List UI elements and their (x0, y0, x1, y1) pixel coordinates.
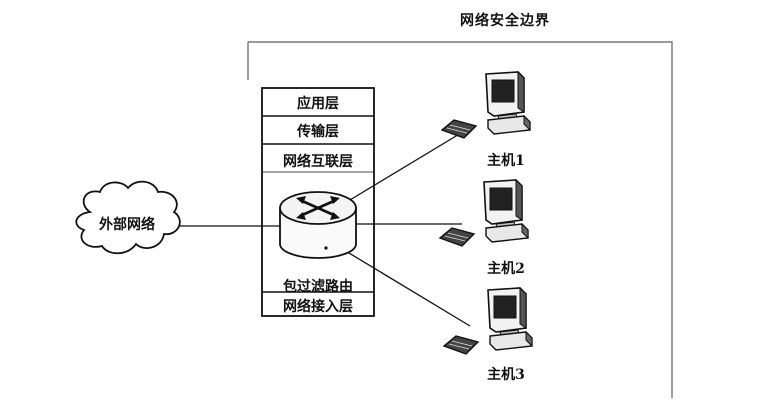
layer-transport: 传输层 (297, 124, 339, 140)
router-label: 包过滤路由 (283, 279, 353, 295)
host-2-computer-icon (439, 179, 529, 247)
external-network-label: 外部网络 (99, 217, 155, 233)
cloud-icon (75, 180, 181, 255)
boundary-title: 网络安全边界 (460, 13, 550, 29)
router-icon (279, 191, 357, 259)
layer-internet: 网络互联层 (283, 154, 353, 170)
link-host-3 (343, 249, 471, 327)
layer-application: 应用层 (297, 96, 339, 112)
layer-network-access: 网络接入层 (283, 299, 353, 315)
host-2-label: 主机2 (487, 261, 525, 277)
link-host-1 (339, 129, 467, 207)
host-1-label: 主机1 (487, 153, 525, 169)
host-3-computer-icon (443, 287, 533, 355)
host-1-computer-icon (441, 71, 531, 139)
protocol-stack (261, 87, 375, 317)
security-boundary (247, 41, 673, 398)
host-3-label: 主机3 (487, 367, 525, 383)
